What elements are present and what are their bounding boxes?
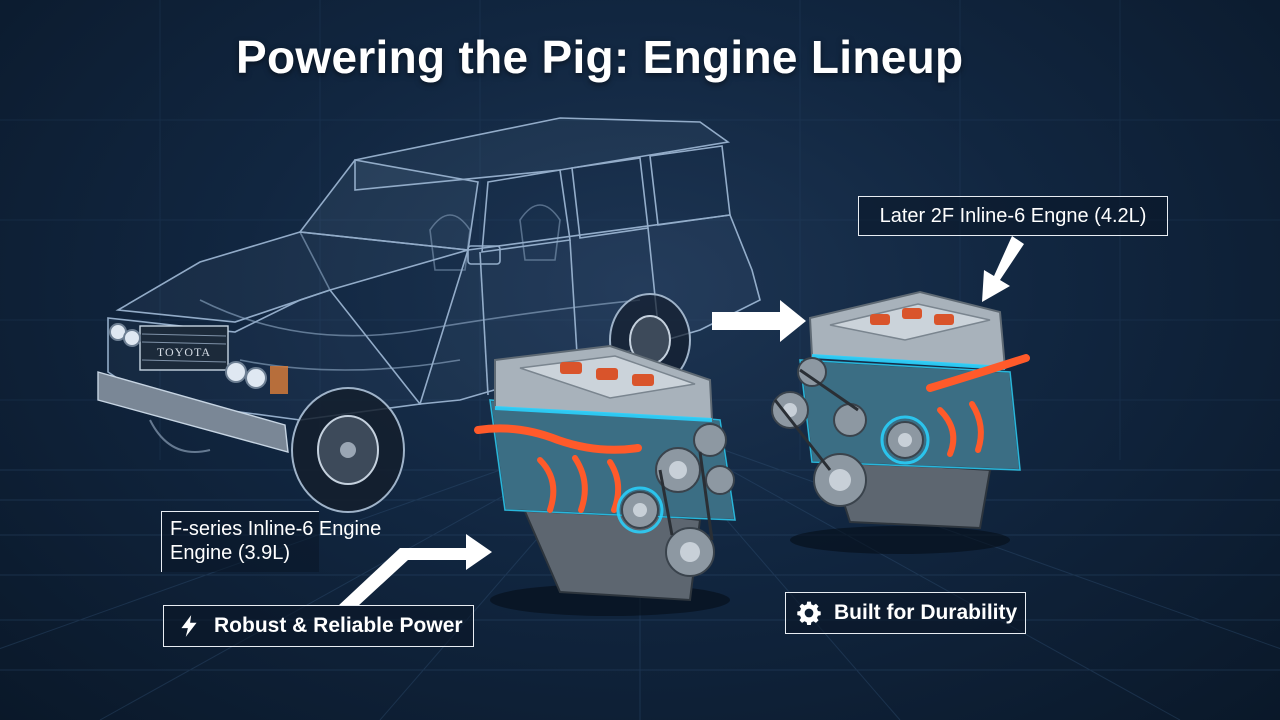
lightning-bolt-icon <box>176 613 202 639</box>
suv-wheels <box>149 293 691 513</box>
arrow-right-between-engines <box>712 300 806 342</box>
page-title: Powering the Pig: Engine Lineup <box>236 31 964 83</box>
badge-robust-label: Robust & Reliable Power <box>214 614 463 637</box>
badge-robust-reliable-power: Robust & Reliable Power <box>163 605 474 647</box>
turn-signal <box>270 366 288 394</box>
arrow-bent-to-f-series-engine <box>338 534 492 606</box>
gear-icon <box>796 600 822 626</box>
arrow-down-to-2f-engine <box>982 236 1024 302</box>
suv-grille: TOYOTA <box>139 325 229 371</box>
badge-built-for-durability: Built for Durability <box>785 592 1026 634</box>
suv-headlights <box>109 323 267 389</box>
label-f-series-line1: F-series Inline-6 Engine <box>170 518 382 540</box>
grille-badge-text: TOYOTA <box>157 345 211 359</box>
label-later-2f-engine: Later 2F Inline-6 Engne (4.2L) <box>858 196 1168 236</box>
front-bumper <box>97 371 289 453</box>
label-f-series-engine: F-series Inline-6 Engine Engine (3.9L) <box>161 511 382 572</box>
badge-durable-label: Built for Durability <box>834 601 1018 624</box>
label-f-series-line2: Engine (3.9L) <box>170 542 291 564</box>
